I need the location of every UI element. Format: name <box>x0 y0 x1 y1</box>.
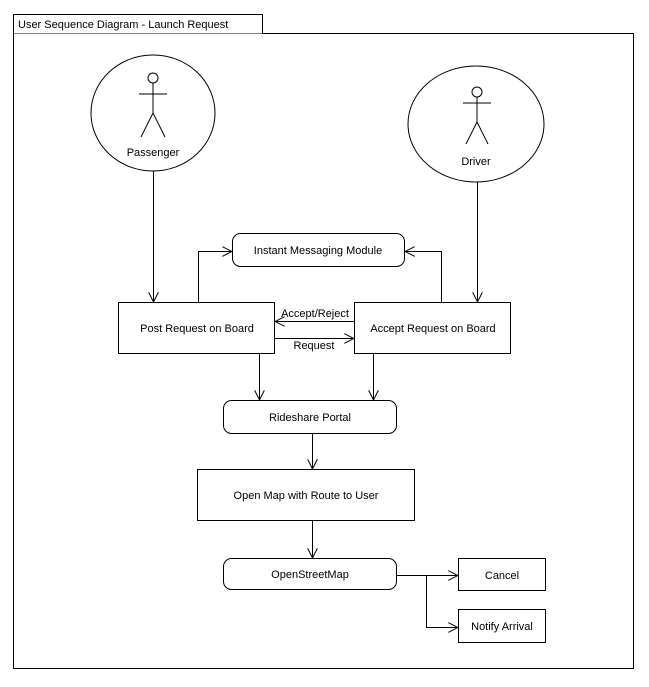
edge-post-to-messaging <box>198 252 232 302</box>
actor-driver: Driver <box>407 65 545 183</box>
node-post-request: Post Request on Board <box>118 302 275 354</box>
node-accept-request: Accept Request on Board <box>354 302 511 354</box>
node-openstreetmap-label: OpenStreetMap <box>271 569 349 581</box>
node-notify-arrival-label: Notify Arrival <box>471 621 533 633</box>
node-rideshare-portal: Rideshare Portal <box>223 400 397 434</box>
node-open-map-label: Open Map with Route to User <box>234 490 379 502</box>
node-messaging-label: Instant Messaging Module <box>254 245 382 257</box>
node-accept-request-label: Accept Request on Board <box>370 323 495 335</box>
stick-figure-icon <box>139 72 167 138</box>
actor-passenger-label: Passenger <box>127 147 180 159</box>
edge-osm-to-notify <box>426 575 458 628</box>
node-rideshare-portal-label: Rideshare Portal <box>269 412 351 424</box>
edge-accept-reject-label: Accept/Reject <box>281 308 349 320</box>
node-messaging: Instant Messaging Module <box>232 233 405 267</box>
node-open-map: Open Map with Route to User <box>197 469 415 521</box>
node-cancel: Cancel <box>458 558 546 591</box>
stick-figure-icon <box>463 86 491 145</box>
frame-title: User Sequence Diagram - Launch Request <box>18 19 228 31</box>
node-openstreetmap: OpenStreetMap <box>223 558 397 590</box>
node-cancel-label: Cancel <box>485 570 519 582</box>
node-notify-arrival: Notify Arrival <box>458 609 546 643</box>
edge-request-label: Request <box>294 340 335 352</box>
actor-passenger: Passenger <box>90 54 216 172</box>
actor-driver-label: Driver <box>461 156 491 168</box>
edge-accept-to-messaging <box>405 252 442 302</box>
node-post-request-label: Post Request on Board <box>140 323 254 335</box>
